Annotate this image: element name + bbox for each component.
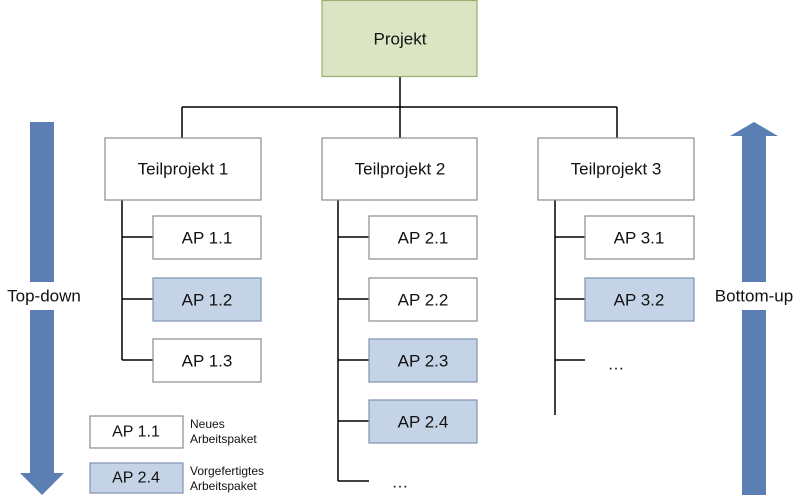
top-down-arrow-shaft-upper: [30, 122, 54, 282]
legend: AP 1.1 Neues Arbeitspaket AP 2.4 Vorgefe…: [89, 415, 264, 494]
project-label: Projekt: [374, 30, 427, 49]
arrow-up-icon: [730, 122, 778, 136]
work-package-label: AP 2.4: [398, 413, 449, 432]
legend-box-label: AP 1.1: [112, 424, 160, 441]
legend-text: Neues: [190, 417, 225, 431]
subproject-label: Teilprojekt 2: [355, 160, 446, 179]
legend-box-label: AP 2.4: [112, 470, 160, 487]
work-package: AP 2.4: [368, 399, 478, 444]
connectors: [121, 77, 618, 482]
subproject-node-2: Teilprojekt 2: [321, 137, 478, 201]
work-package-label: AP 2.2: [398, 291, 449, 310]
work-package-label: AP 3.1: [614, 229, 665, 248]
project-node: Projekt: [321, 0, 478, 78]
work-package: AP 1.1: [152, 215, 262, 260]
legend-item-new: AP 1.1 Neues Arbeitspaket: [89, 415, 257, 449]
bottom-up-arrow: Bottom-up: [715, 122, 793, 495]
work-package-label: AP 1.2: [182, 291, 233, 310]
bottom-up-arrow-shaft-upper: [742, 136, 766, 282]
legend-text: Arbeitspaket: [190, 479, 257, 493]
more-ellipsis: …: [392, 473, 409, 492]
legend-item-prefab: AP 2.4 Vorgefertigtes Arbeitspaket: [89, 462, 264, 494]
subproject-node-1: Teilprojekt 1: [104, 137, 262, 201]
top-down-arrow: Top-down: [7, 122, 81, 495]
work-package-label: AP 2.3: [398, 352, 449, 371]
work-package: AP 2.1: [368, 215, 478, 260]
work-package: AP 2.3: [368, 338, 478, 383]
top-down-label: Top-down: [7, 287, 81, 306]
arrow-down-icon: [20, 473, 64, 495]
legend-text: Arbeitspaket: [190, 432, 257, 446]
top-down-arrow-shaft-lower: [30, 310, 54, 473]
work-package: AP 3.1: [584, 215, 695, 260]
work-package-label: AP 2.1: [398, 229, 449, 248]
subproject-node-3: Teilprojekt 3: [537, 137, 695, 201]
work-package-label: AP 3.2: [614, 291, 665, 310]
bottom-up-arrow-shaft-lower: [742, 310, 766, 495]
work-package-label: AP 1.1: [182, 229, 233, 248]
legend-text: Vorgefertigtes: [190, 464, 264, 478]
work-package: AP 2.2: [368, 277, 478, 322]
work-package-label: AP 1.3: [182, 352, 233, 371]
work-package: AP 3.2: [584, 277, 695, 322]
more-ellipsis: …: [608, 355, 625, 374]
work-package: AP 1.2: [152, 277, 262, 322]
subproject-label: Teilprojekt 1: [138, 160, 229, 179]
bottom-up-label: Bottom-up: [715, 287, 793, 306]
subproject-label: Teilprojekt 3: [571, 160, 662, 179]
work-package: AP 1.3: [152, 338, 262, 383]
